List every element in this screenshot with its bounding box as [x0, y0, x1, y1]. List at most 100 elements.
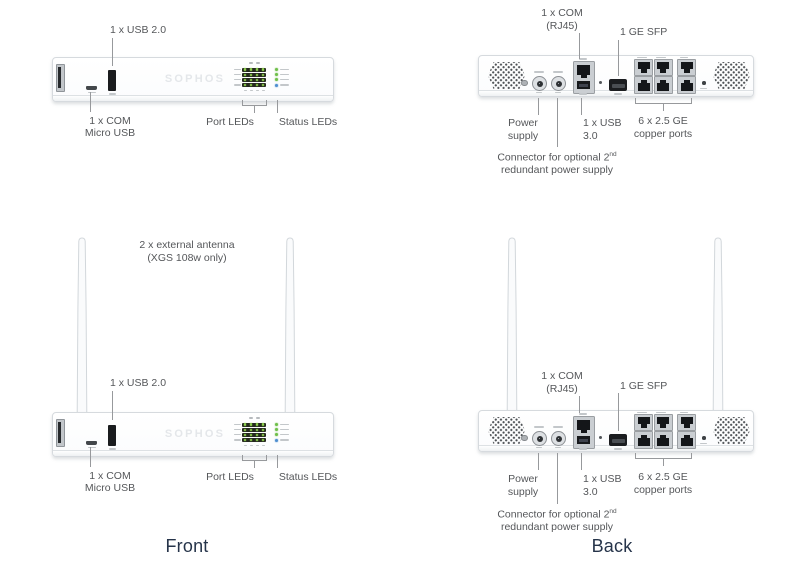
- status-leds-label: Status LEDs: [278, 471, 338, 483]
- copper-ports-bracket-stem: [663, 458, 664, 466]
- power-connector-2: [551, 76, 566, 91]
- usb2-label: 1 x USB 2.0: [110, 24, 167, 36]
- status-led-engraving: [280, 433, 289, 436]
- com-microusb-leader-line: [90, 447, 91, 467]
- lock-slot: [55, 419, 65, 447]
- status-leds-leader-line: [277, 455, 278, 468]
- copper-port: [634, 413, 653, 431]
- power-engraving: [553, 71, 563, 73]
- copper-port: [677, 58, 696, 76]
- status-led-engraving: [280, 73, 289, 76]
- com-rj45-leader-line: [579, 33, 580, 59]
- power-engraving: [536, 91, 542, 93]
- micro-usb-com-port: [86, 440, 97, 445]
- usb3-leader-line: [581, 453, 582, 470]
- status-led: [274, 428, 278, 432]
- power-engraving: [555, 446, 561, 448]
- power-engraving: [553, 426, 563, 428]
- com-engraving: [579, 413, 587, 415]
- status-led: [274, 438, 278, 442]
- usb3-leader-line: [581, 98, 582, 115]
- port-leds-label: Port LEDs: [206, 116, 254, 128]
- led-num-engraving: [256, 89, 259, 91]
- sfp-label: 1 GE SFP: [620, 26, 668, 38]
- back-panel-bottom: [478, 410, 754, 452]
- port-led-row: [242, 438, 266, 443]
- copper-port: [653, 76, 673, 94]
- status-led: [274, 67, 278, 72]
- copper-port: [634, 431, 653, 449]
- port-engraving: [680, 56, 688, 58]
- port-leds-bracket: [242, 455, 243, 461]
- port-leds-label: Port LEDs: [206, 471, 254, 483]
- led-row-engraving: [234, 78, 241, 81]
- sophos-logo: SOPHOS: [164, 428, 226, 440]
- com-rj45-usb3-module: [573, 61, 595, 94]
- copper-ports-bracket: [691, 453, 692, 459]
- port-led-row: [242, 422, 266, 427]
- status-leds-label: Status LEDs: [278, 116, 338, 128]
- port-engraving: [656, 56, 666, 58]
- status-led-engraving: [280, 423, 289, 425]
- micro-usb-com-port: [86, 85, 97, 90]
- port-led-row: [242, 67, 266, 72]
- com-rj45-tab: [580, 74, 587, 78]
- power-connector-1: [532, 431, 547, 446]
- screw: [521, 434, 528, 441]
- copper-ports-bracket-stem: [663, 103, 664, 111]
- port-leds-bracket: [242, 100, 243, 106]
- led-num-engraving: [250, 444, 253, 446]
- redundant-psu-label: Connector for optional 2nd redundant pow…: [497, 508, 617, 533]
- status-led: [274, 433, 278, 437]
- sfp-leader-line: [618, 40, 619, 76]
- power-engraving: [555, 91, 561, 93]
- led-row-engraving: [234, 428, 241, 431]
- usb2-port: [108, 70, 116, 91]
- copper-port: [634, 58, 653, 76]
- vent-grille-left: [488, 62, 525, 89]
- port-leds-bracket-stem: [254, 105, 255, 113]
- led-row-engraving: [234, 433, 241, 436]
- port-leds-bracket-stem: [254, 460, 255, 468]
- led-legend-engraving: [249, 417, 253, 419]
- micro-usb-engraving: [87, 446, 96, 448]
- redundant-psu-label: Connector for optional 2nd redundant pow…: [497, 151, 617, 176]
- led-legend-engraving: [249, 62, 253, 64]
- mount-engraving: [700, 87, 707, 89]
- antenna-note-label: 2 x external antenna(XGS 108w only): [139, 239, 235, 264]
- front-view-heading: Front: [165, 536, 209, 556]
- led-num-engraving: [250, 89, 253, 91]
- status-led: [274, 73, 278, 77]
- front-panel-bottom: SOPHOS: [52, 412, 334, 457]
- port-led-row: [242, 72, 266, 77]
- vent-grille-right: [713, 62, 750, 89]
- sfp-engraving: [614, 93, 622, 95]
- com-rj45-leader-line: [579, 396, 580, 413]
- status-led-engraving: [280, 84, 289, 86]
- sfp-engraving: [614, 448, 622, 450]
- chassis-base: [53, 95, 333, 101]
- copper-ports-bracket: [635, 98, 636, 104]
- reset-pinhole: [598, 436, 602, 439]
- status-leds-leader-line: [277, 100, 278, 113]
- led-num-engraving: [262, 89, 265, 91]
- sfp-leader-line: [618, 393, 619, 431]
- port-led-row: [242, 432, 266, 437]
- com-rj45-tab: [580, 429, 587, 433]
- reset-pinhole: [598, 81, 602, 84]
- copper-port: [677, 431, 696, 449]
- copper-port: [653, 431, 673, 449]
- com-rj45-usb3-module: [573, 416, 595, 449]
- sfp-port: [609, 79, 627, 91]
- port-engraving: [680, 411, 688, 413]
- usb2-leader-line: [112, 38, 113, 66]
- com-rj45-port: [576, 64, 590, 75]
- com-microusb-leader-line: [90, 92, 91, 112]
- status-led: [274, 83, 278, 87]
- power-engraving: [536, 446, 542, 448]
- port-leds-bracket: [266, 100, 267, 106]
